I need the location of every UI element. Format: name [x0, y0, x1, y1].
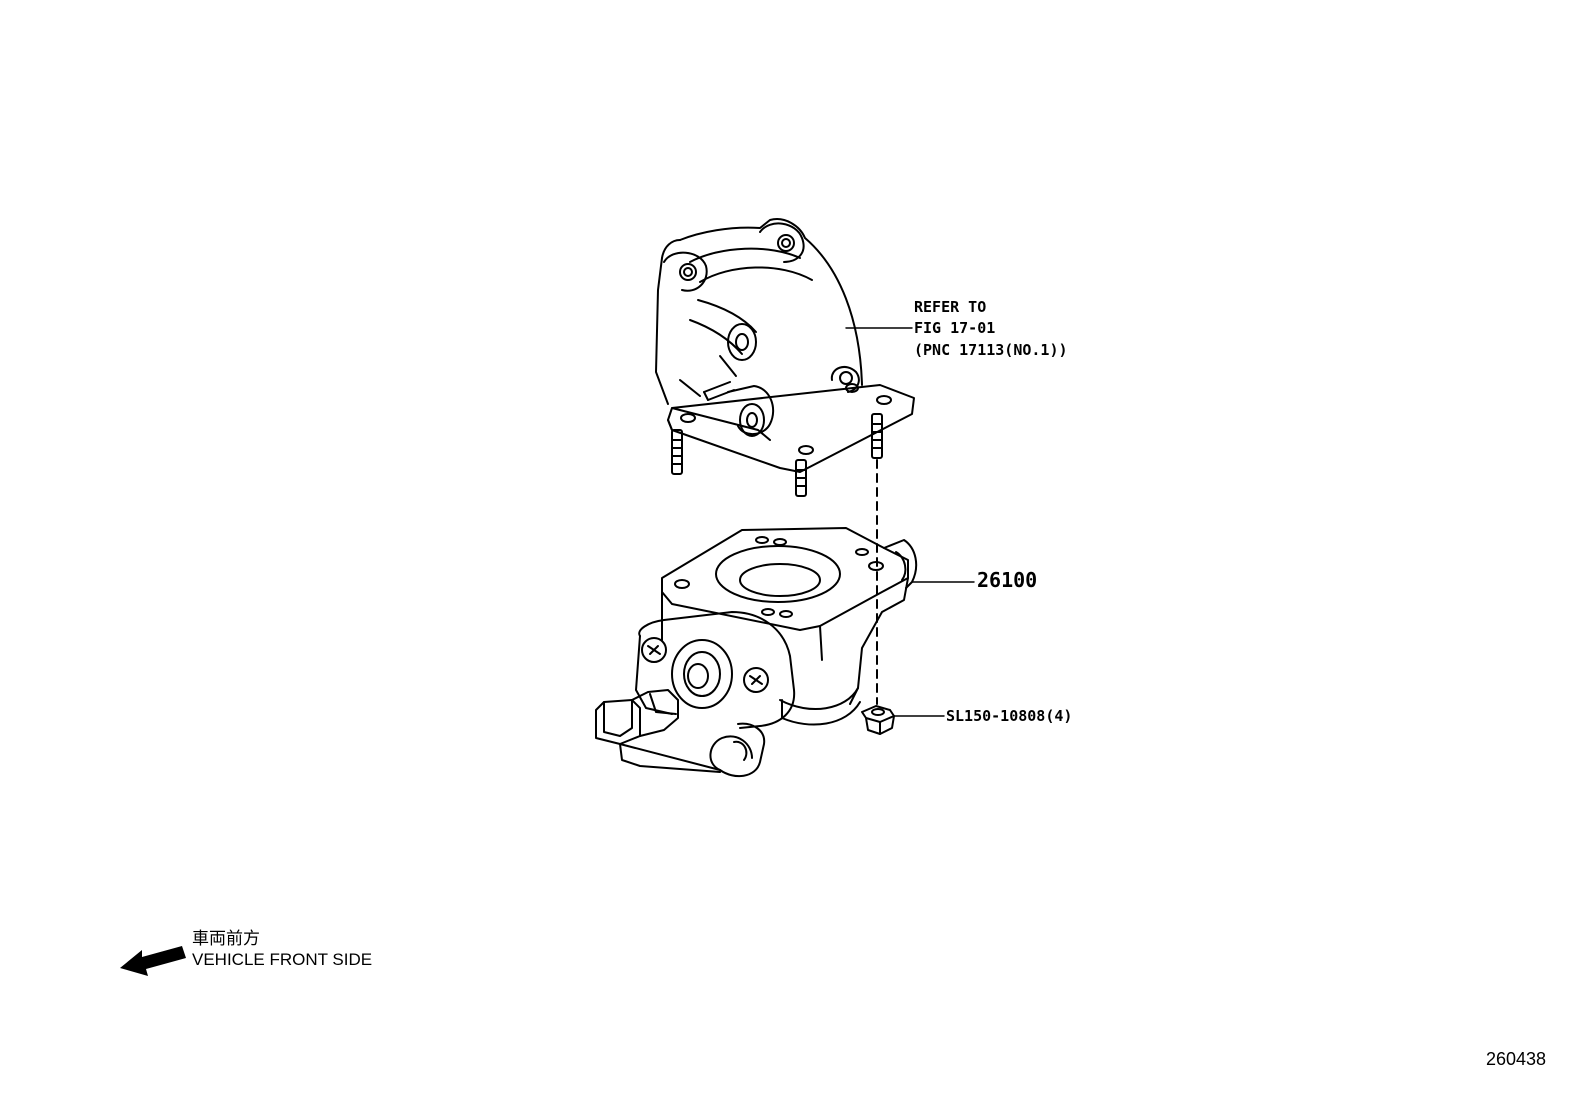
part-number-bolt: SL150-10808(4) [946, 707, 1073, 725]
vehicle-front-japanese: 車両前方 [192, 929, 260, 948]
part-number-26100: 26100 [977, 568, 1038, 592]
throttle-body [595, 527, 918, 778]
refer-to-label-line3: (PNC 17113(NO.1)) [914, 341, 1068, 359]
leader-lines [845, 327, 975, 717]
vehicle-front-english: VEHICLE FRONT SIDE [192, 950, 373, 969]
figure-id: 260438 [1486, 1049, 1547, 1069]
refer-to-label-line2: FIG 17-01 [914, 319, 996, 337]
intake-elbow [655, 218, 915, 473]
flange-studs [671, 413, 883, 497]
left-arrow-icon [120, 946, 186, 976]
refer-to-label-line1: REFER TO [914, 298, 987, 316]
flange-nut [861, 705, 895, 735]
